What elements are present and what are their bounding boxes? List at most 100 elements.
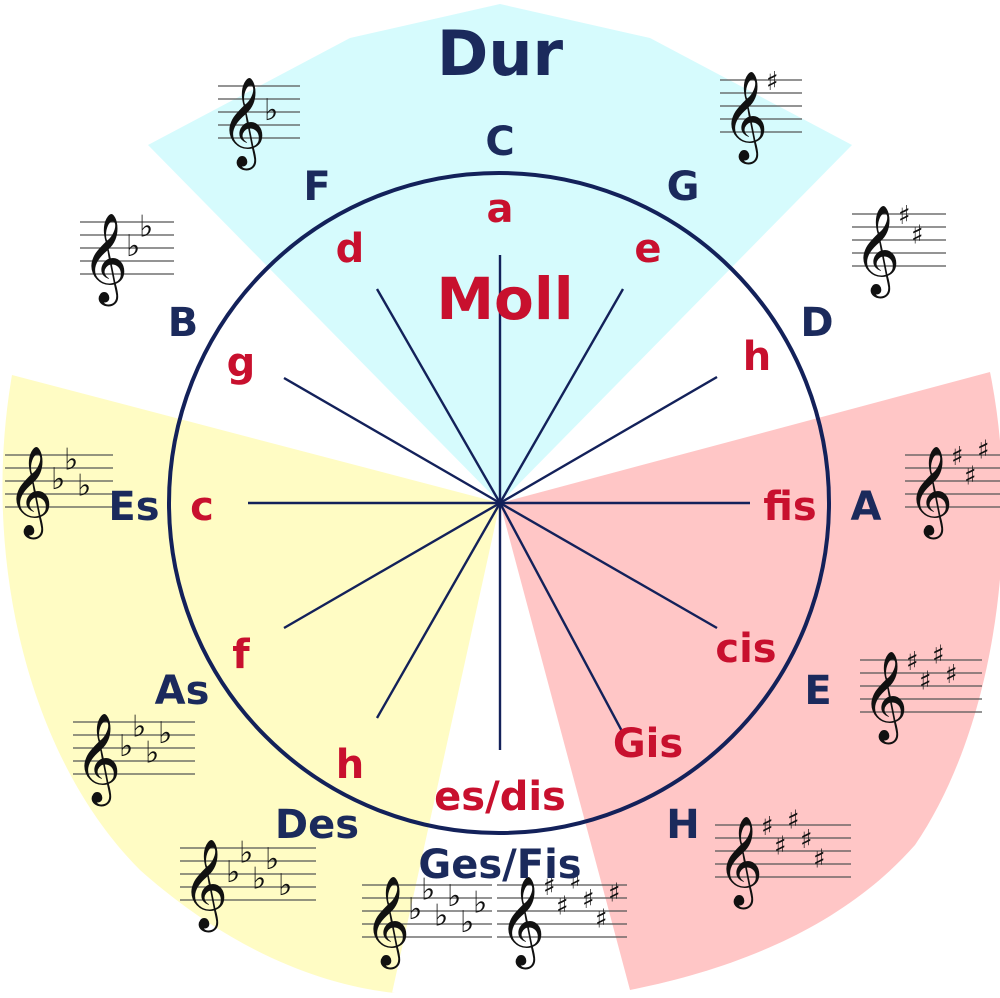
- spoke-7: [375, 502, 502, 719]
- dur-label-e: E: [804, 668, 831, 714]
- flat-icon: ♭: [252, 862, 266, 897]
- flat-icon: ♭: [51, 462, 65, 497]
- sharp-icon: ♯: [774, 832, 787, 862]
- spoke-4: [499, 501, 718, 630]
- flat-icon: ♭: [77, 469, 91, 504]
- sharp-icon: ♯: [932, 641, 945, 671]
- treble-clef-icon: 𝄞: [220, 77, 266, 171]
- sharp-icon: ♯: [945, 660, 958, 690]
- dur-label-a: A: [851, 484, 882, 530]
- sharp-icon: ♯: [582, 885, 595, 915]
- spoke-2: [499, 375, 718, 505]
- treble-clef-icon: 𝄞: [854, 205, 900, 299]
- flat-icon: ♭: [421, 873, 435, 908]
- sharp-icon: ♯: [906, 647, 919, 677]
- flat-icon: ♭: [265, 842, 279, 877]
- staff-flats-6: 𝄞♭♭♭♭♭♭: [362, 873, 492, 970]
- sharp-icon: ♯: [813, 845, 826, 875]
- flat-icon: ♭: [226, 855, 240, 890]
- moll-label-cis: cis: [715, 626, 776, 672]
- flat-icon: ♭: [139, 210, 153, 245]
- staff-sharps-6: 𝄞♯♯♯♯♯♯: [497, 866, 627, 970]
- dur-label-ges-fis: Ges/Fis: [418, 842, 581, 888]
- moll-label-d: d: [336, 226, 365, 272]
- staff-8: 𝄞♭♭♭♭: [73, 710, 195, 807]
- sharp-icon: ♯: [556, 892, 569, 922]
- dur-label-d: D: [800, 300, 833, 346]
- moll-label-g: g: [227, 340, 256, 386]
- flat-icon: ♭: [460, 905, 474, 940]
- dur-label-c: C: [485, 119, 514, 165]
- sharp-icon: ♯: [766, 67, 779, 97]
- sharp-icon: ♯: [569, 866, 582, 896]
- sharp-icon: ♯: [951, 442, 964, 472]
- flat-icon: ♭: [132, 710, 146, 745]
- moll-label-es-dis: es/dis: [434, 774, 566, 820]
- flat-icon: ♭: [434, 899, 448, 934]
- sharp-icon: ♯: [761, 812, 774, 842]
- flat-icon: ♭: [158, 716, 172, 751]
- staff-2: 𝄞♯♯: [852, 201, 946, 299]
- title-dur: Dur: [437, 17, 564, 90]
- sharp-icon: ♯: [543, 872, 556, 902]
- staff-1: 𝄞♯: [720, 67, 802, 165]
- treble-clef-icon: 𝄞: [182, 839, 228, 933]
- dur-label-f: F: [303, 164, 330, 210]
- treble-clef-icon: 𝄞: [82, 213, 128, 307]
- moll-label-a: a: [487, 186, 514, 232]
- moll-label-h: h: [743, 334, 771, 380]
- moll-label-h-flat: h: [336, 742, 364, 788]
- flat-icon: ♭: [278, 868, 292, 903]
- staff-7: 𝄞♭♭♭♭♭: [180, 836, 316, 933]
- treble-clef-icon: 𝄞: [907, 446, 953, 540]
- sharp-icon: ♯: [911, 221, 924, 251]
- staff-5: 𝄞♯♯♯♯♯: [715, 806, 851, 910]
- spoke-1: [498, 288, 625, 504]
- sharp-icon: ♯: [898, 201, 911, 231]
- sharp-icon: ♯: [800, 825, 813, 855]
- treble-clef-icon: 𝄞: [7, 446, 53, 540]
- treble-clef-icon: 𝄞: [364, 876, 410, 970]
- title-moll: Moll: [436, 265, 573, 333]
- treble-clef-icon: 𝄞: [722, 71, 768, 165]
- treble-clef-icon: 𝄞: [862, 651, 908, 745]
- flat-icon: ♭: [119, 729, 133, 764]
- flat-icon: ♭: [239, 836, 253, 871]
- flat-icon: ♭: [447, 879, 461, 914]
- dur-label-as: As: [155, 668, 210, 714]
- staff-4: 𝄞♯♯♯♯: [860, 641, 982, 745]
- moll-label-gis: Gis: [613, 721, 683, 767]
- dur-label-des: Des: [275, 802, 359, 848]
- sharp-icon: ♯: [977, 436, 990, 466]
- dur-label-b: B: [168, 300, 199, 346]
- spoke-11: [375, 288, 502, 504]
- spoke-8: [283, 501, 501, 630]
- moll-label-f: f: [232, 632, 250, 678]
- staff-9: 𝄞♭♭♭: [5, 443, 113, 540]
- staff-10: 𝄞♭♭: [80, 210, 174, 307]
- moll-label-c: c: [190, 484, 214, 530]
- flat-icon: ♭: [126, 229, 140, 264]
- sector-top: [148, 4, 852, 503]
- sharp-icon: ♯: [787, 806, 800, 836]
- dur-label-es: Es: [108, 484, 159, 530]
- flat-icon: ♭: [264, 93, 278, 128]
- sharp-icon: ♯: [919, 667, 932, 697]
- spoke-10: [283, 376, 501, 505]
- sector-right: [500, 372, 1000, 990]
- dur-label-g: G: [667, 164, 700, 210]
- flat-icon: ♭: [408, 892, 422, 927]
- flat-icon: ♭: [473, 886, 487, 921]
- inner-circle: [167, 171, 831, 835]
- spoke-5: [498, 502, 626, 736]
- sharp-icon: ♯: [595, 905, 608, 935]
- staff-11: 𝄞♭: [218, 77, 300, 171]
- flat-icon: ♭: [145, 736, 159, 771]
- flat-icon: ♭: [64, 443, 78, 478]
- sharp-icon: ♯: [608, 879, 621, 909]
- moll-label-fis: fis: [763, 484, 816, 530]
- dur-label-h: H: [666, 802, 699, 848]
- moll-label-e: e: [634, 226, 661, 272]
